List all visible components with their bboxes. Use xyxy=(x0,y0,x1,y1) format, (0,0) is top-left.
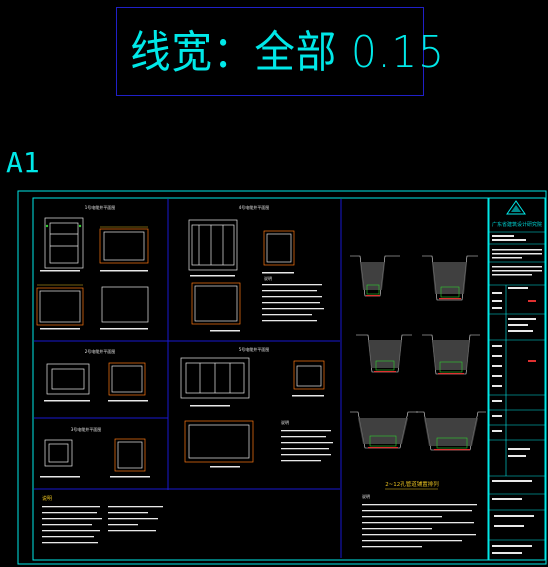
company-name: 广东省建筑设计研究院 xyxy=(492,221,542,228)
pipe-trench-details: 2~12孔管道铺置排列 说明 xyxy=(350,255,486,548)
title-box xyxy=(116,7,424,96)
inner-frame xyxy=(32,197,489,561)
triangle-logo-icon xyxy=(506,200,526,215)
panel-dividers xyxy=(34,199,342,558)
sheet-size-label: A1 xyxy=(6,146,40,179)
panel-manhole-2: 2号电缆井平面图 xyxy=(44,348,148,402)
svg-text:2号电缆井平面图: 2号电缆井平面图 xyxy=(85,348,116,354)
panel-manhole-5: 5号电缆井平面图 说明 xyxy=(180,346,333,468)
svg-text:3号电缆井平面图: 3号电缆井平面图 xyxy=(71,426,102,432)
svg-text:说明: 说明 xyxy=(281,419,289,425)
trench-caption: 2~12孔管道铺置排列 xyxy=(385,480,439,488)
svg-text:5号电缆井平面图: 5号电缆井平面图 xyxy=(239,346,270,352)
svg-text:4号电缆井平面图: 4号电缆井平面图 xyxy=(239,204,270,210)
outer-frame xyxy=(17,190,547,565)
bottom-notes: 说明 xyxy=(42,495,163,544)
svg-text:说明: 说明 xyxy=(362,493,370,499)
svg-text:说明: 说明 xyxy=(42,495,52,502)
line-width-title: 线宽：全部 0.15 xyxy=(130,27,445,78)
panel-manhole-1: 1号电缆井平面图 xyxy=(36,204,149,330)
svg-text:说明: 说明 xyxy=(264,275,272,281)
panel-manhole-3: 3号电缆井平面图 xyxy=(40,426,150,478)
panel-manhole-4: 4号电缆井平面图 说明 xyxy=(188,204,324,332)
title-block: 广东省建筑设计研究院 xyxy=(488,197,546,561)
svg-text:1号电缆井平面图: 1号电缆井平面图 xyxy=(85,204,116,210)
